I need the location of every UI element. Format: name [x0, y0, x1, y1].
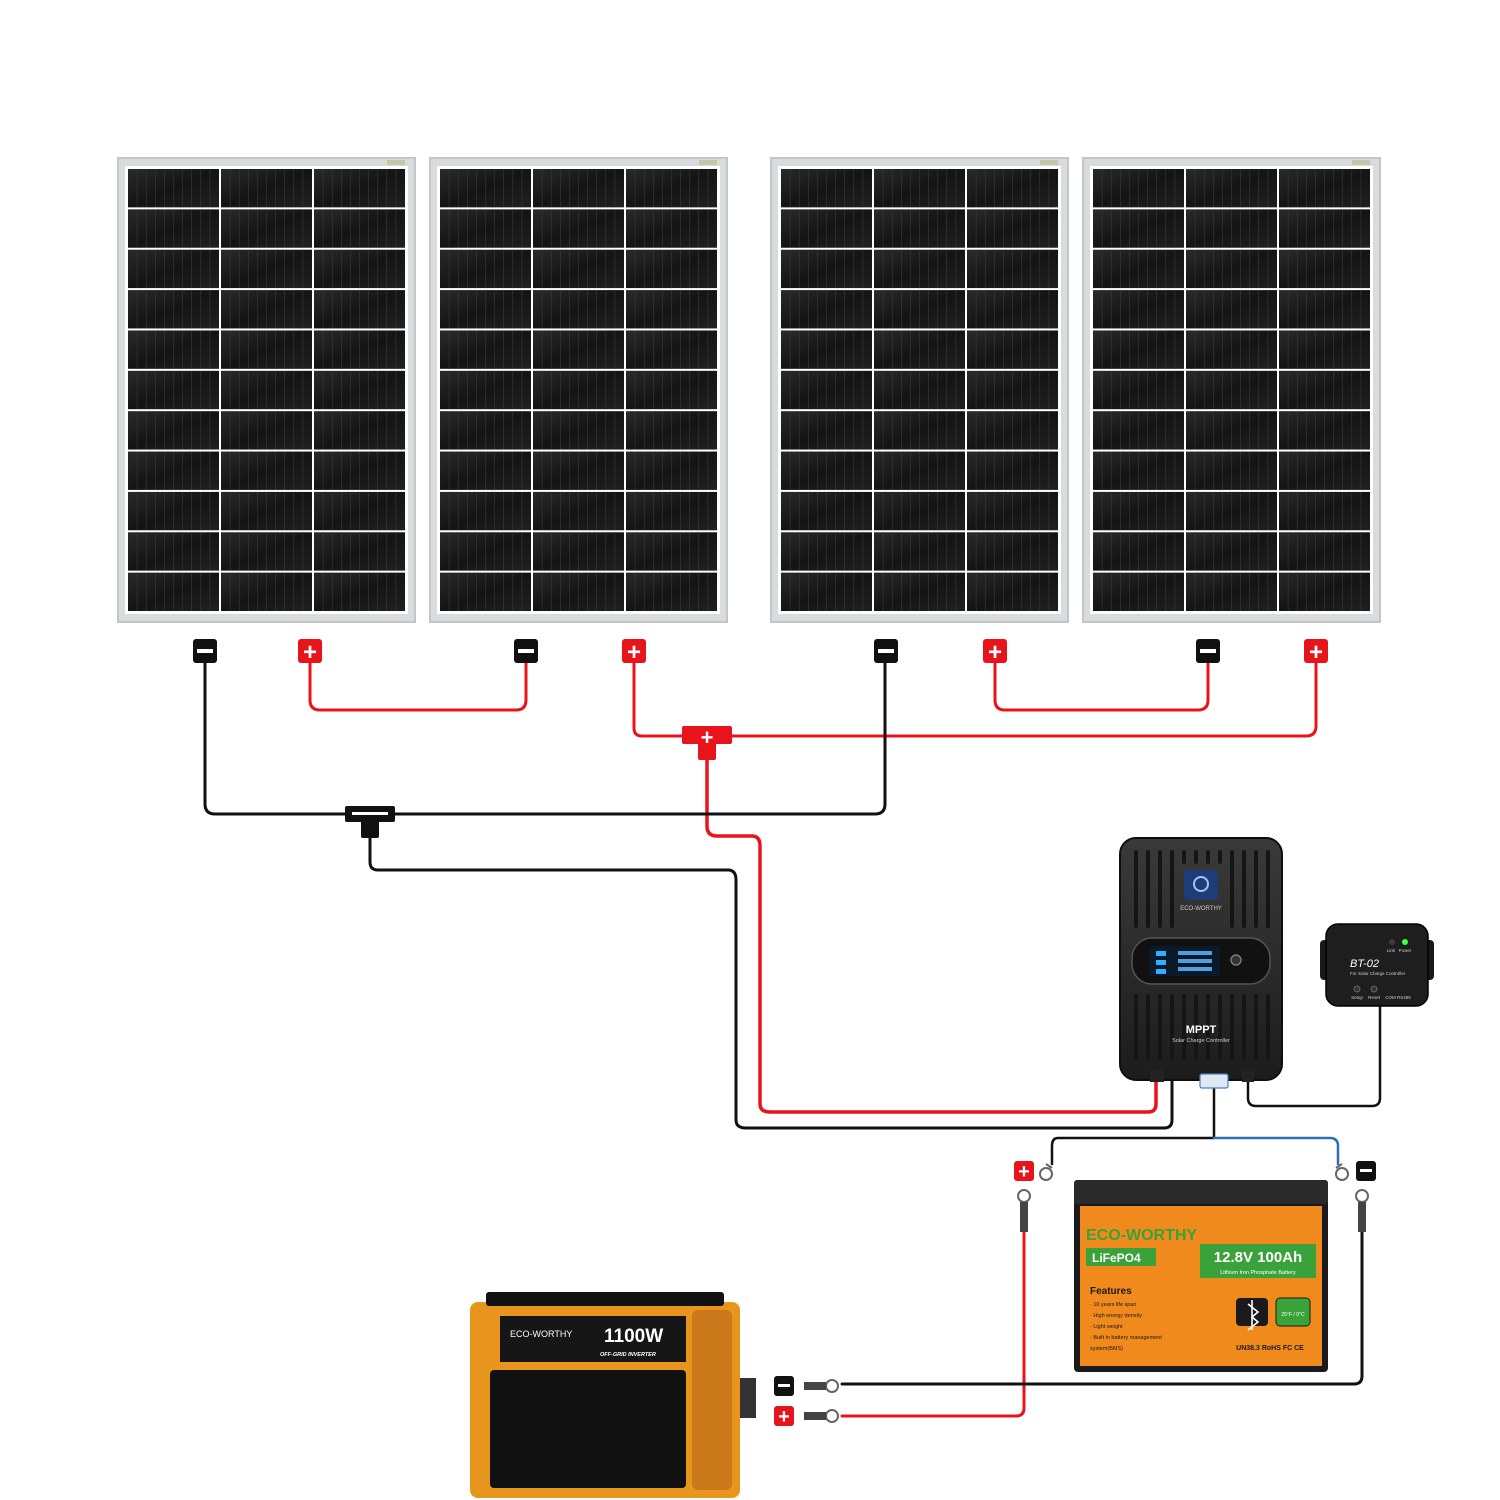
negative-sign — [518, 649, 534, 653]
bt-subtitle: For Solar Charge Controller — [1350, 971, 1406, 976]
bt-reset-label: Reset — [1368, 995, 1381, 1000]
controller-subtitle: Solar Charge Controller — [1172, 1038, 1230, 1044]
solar-panel-2 — [429, 157, 728, 623]
inverter-ring-lugs — [804, 1379, 839, 1423]
battery-to-inverter-positive-wire — [840, 1230, 1026, 1418]
inverter-positive-marker: + — [774, 1406, 794, 1428]
controller-battery-wire-blue — [1212, 1136, 1340, 1166]
bt-02-bluetooth-module: Link Power BT-02 For Solar Charge Contro… — [1320, 923, 1434, 1007]
battery-brand: ECO-WORTHY — [1086, 1227, 1197, 1244]
panel-4-negative-terminal — [1196, 639, 1220, 663]
controller-logo-icon — [1184, 870, 1218, 900]
bt-led-link-label: Link — [1387, 948, 1396, 953]
bt-setup-button[interactable] — [1353, 985, 1361, 993]
bt-setup-label: Setup — [1351, 995, 1363, 1000]
panel-1-positive-terminal: + — [298, 639, 322, 666]
battery-feature-3: · Light weight — [1090, 1324, 1123, 1330]
positive-sign: + — [303, 639, 317, 666]
controller-button-icon[interactable] — [1230, 954, 1242, 966]
solar-panel-1 — [117, 157, 416, 623]
battery-rating: 12.8V 100Ah — [1214, 1249, 1302, 1266]
controller-pv-terminals — [1150, 1070, 1164, 1082]
negative-sign — [1200, 649, 1216, 653]
bt-reset-button[interactable] — [1370, 985, 1378, 993]
positive-sign: + — [627, 639, 641, 666]
panel-label-sticker — [1040, 160, 1058, 165]
bt-model: BT-02 — [1350, 958, 1379, 970]
lifepo4-battery: ECO-WORTHY LiFePO4 12.8V 100Ah Lithium I… — [1074, 1180, 1328, 1372]
sun-logo-icon — [1193, 876, 1209, 892]
bt-led-power-label: Power — [1399, 948, 1412, 953]
positive-branch-connector: + — [682, 725, 732, 760]
battery-temp-badge: 25°F / 0°C — [1281, 1312, 1305, 1318]
panel-2-positive-terminal: + — [622, 639, 646, 666]
negative-branch-connector — [345, 806, 395, 838]
negative-branch-wire — [203, 658, 887, 816]
battery-pos-sign: + — [1018, 1161, 1030, 1183]
positive-branch-wire — [632, 658, 1318, 738]
positive-to-controller-wire — [705, 758, 1158, 1114]
battery-negative-marker — [1356, 1161, 1376, 1181]
solar-panel-3 — [770, 157, 1069, 623]
controller-model: MPPT — [1186, 1024, 1217, 1036]
inverter-brand: ECO-WORTHY — [510, 1329, 572, 1339]
controller-brand: ECO-WORTHY — [1180, 906, 1222, 912]
battery-rating-sub: Lithium Iron Phosphate Battery — [1220, 1270, 1296, 1276]
battery-feature-2: · High energy density — [1090, 1313, 1142, 1319]
negative-sign — [197, 649, 213, 653]
series-link-1-2 — [308, 658, 528, 712]
controller-battery-terminal — [1199, 1073, 1229, 1089]
battery-ring-lugs — [1017, 1163, 1369, 1232]
panel-3-negative-terminal — [874, 639, 898, 663]
bt-port-label: COM RS485 — [1385, 995, 1411, 1000]
negative-sign — [878, 649, 894, 653]
battery-cert-marks: UN38.3 RoHS FC CE — [1236, 1345, 1304, 1352]
inverter-power: 1100W — [604, 1326, 663, 1347]
solar-panel-array — [117, 157, 1381, 623]
positive-sign: + — [1309, 639, 1323, 666]
temperature-icon — [1275, 1297, 1311, 1327]
battery-features-title: Features — [1090, 1286, 1132, 1297]
negative-to-controller-wire — [368, 834, 1174, 1130]
controller-comm-port — [1242, 1070, 1254, 1082]
solar-panel-4 — [1082, 157, 1381, 623]
battery-feature-4: · Built in battery management — [1090, 1335, 1162, 1341]
off-grid-inverter: ECO-WORTHY 1100W OFF-GRID INVERTER — [470, 1292, 756, 1498]
panel-2-negative-terminal — [514, 639, 538, 663]
link-led-icon — [1389, 939, 1395, 945]
battery-chemistry: LiFePO4 — [1092, 1251, 1141, 1265]
panel-4-positive-terminal: + — [1304, 639, 1328, 666]
panel-label-sticker — [1352, 160, 1370, 165]
controller-bt-comm-wire — [1246, 1004, 1382, 1108]
power-led-icon — [1402, 939, 1408, 945]
panel-1-negative-terminal — [193, 639, 217, 663]
battery-to-inverter-negative-wire — [840, 1230, 1364, 1386]
positive-sign: + — [988, 639, 1002, 666]
panel-3-positive-terminal: + — [983, 639, 1007, 666]
wiring — [203, 658, 1382, 1418]
mppt-charge-controller: ECO-WORTHY MPPT Solar Charge Controller — [1119, 837, 1283, 1089]
series-link-3-4 — [993, 658, 1210, 712]
positive-branch-sign: + — [701, 725, 714, 750]
inverter-subtitle: OFF-GRID INVERTER — [600, 1352, 656, 1358]
battery-feature-5: system(BMS) — [1090, 1346, 1123, 1352]
battery-positive-marker: + — [1014, 1161, 1034, 1183]
controller-battery-wire-black — [1050, 1078, 1216, 1166]
inverter-negative-marker — [774, 1376, 794, 1396]
panel-label-sticker — [387, 160, 405, 165]
inverter-pos-sign: + — [778, 1406, 790, 1428]
panel-terminals: + + + + — [193, 639, 1328, 666]
controller-heatsink-fins — [1134, 850, 1270, 1060]
panel-label-sticker — [699, 160, 717, 165]
battery-feature-1: · 10 years life span — [1090, 1302, 1136, 1308]
